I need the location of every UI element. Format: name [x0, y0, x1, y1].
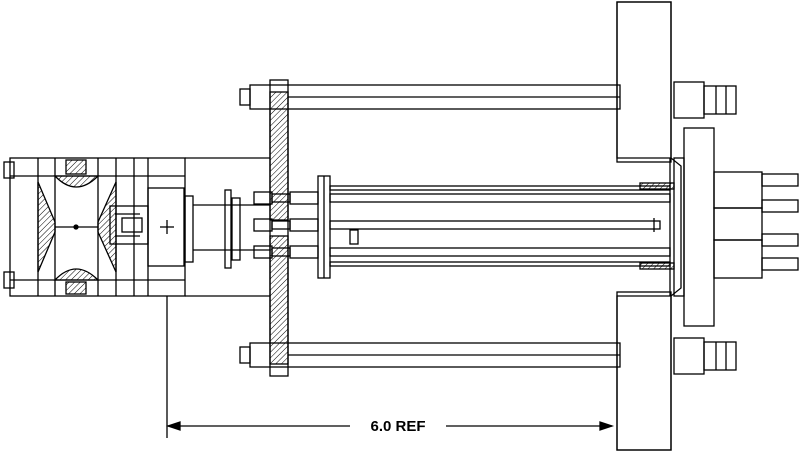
mounting-flange: [185, 79, 289, 377]
large-flange: [616, 1, 685, 451]
clamp-assembly: [3, 157, 186, 297]
connectors: [673, 81, 799, 375]
dimension: [165, 296, 615, 438]
dimension-label: 6.0 REF: [370, 418, 425, 435]
tie-rods: [239, 84, 621, 368]
feedthroughs: [184, 175, 671, 279]
